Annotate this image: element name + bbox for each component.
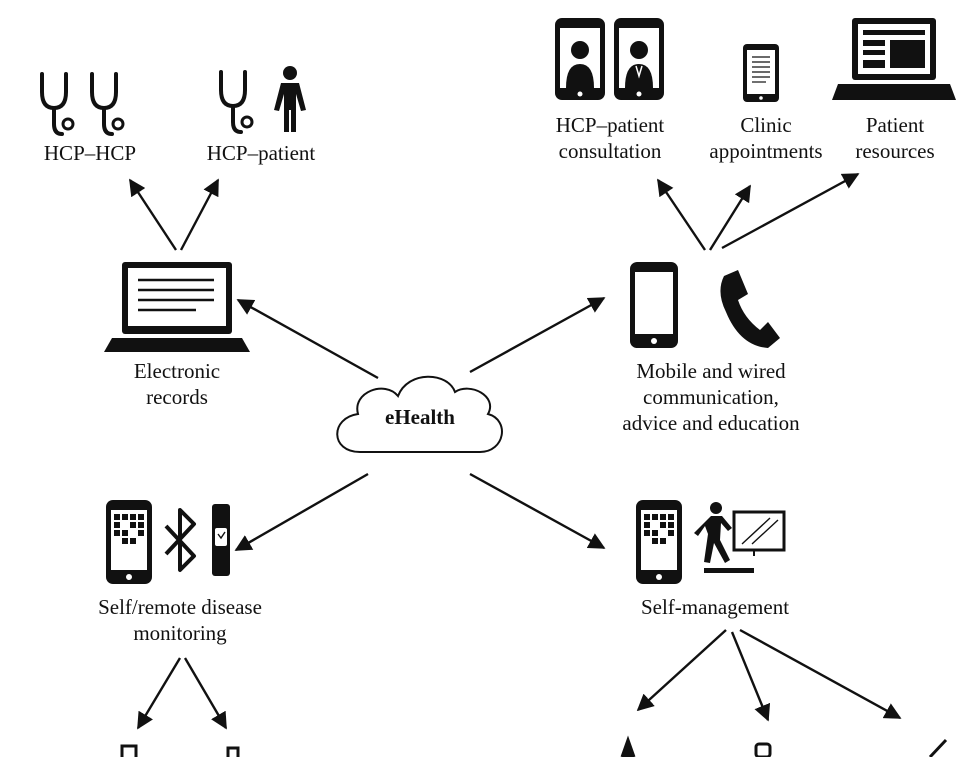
smartphone-app-grid-icon xyxy=(106,500,152,584)
cloud-icon xyxy=(336,375,503,453)
person-icon xyxy=(274,66,306,132)
hcp-hcp-label: HCP–HCP xyxy=(43,141,137,165)
patient-resources-label: Patient resources xyxy=(855,113,935,163)
remote-monitoring-label: Self/remote disease monitoring xyxy=(98,595,262,645)
self-management-label: Self-management xyxy=(640,595,790,619)
walking-person-screen-icon xyxy=(694,502,786,573)
smartphone-icon xyxy=(630,262,678,348)
stethoscope-icon xyxy=(40,72,75,136)
partial-icons xyxy=(120,735,948,757)
smartphone-female-avatar-icon xyxy=(555,18,605,100)
arrows xyxy=(128,172,902,730)
bluetooth-icon xyxy=(164,508,196,572)
center-label: eHealth xyxy=(385,405,455,429)
wearable-band-icon xyxy=(212,504,230,576)
hcp-patient-label: HCP–patient xyxy=(206,141,316,165)
tablet-document-icon xyxy=(743,44,779,102)
clinic-appointments-label: Clinic appointments xyxy=(709,113,823,163)
stethoscope-icon xyxy=(219,70,254,134)
mobile-communication-label: Mobile and wired communication, advice a… xyxy=(622,359,800,435)
laptop-document-icon xyxy=(832,18,956,100)
electronic-records-label: Electronic records xyxy=(133,359,221,409)
stethoscope-icon xyxy=(90,72,125,136)
smartphone-app-grid-icon xyxy=(636,500,682,584)
telephone-handset-icon xyxy=(720,270,780,348)
laptop-records-icon xyxy=(104,262,250,352)
hcp-patient-consultation-label: HCP–patient consultation xyxy=(555,113,665,163)
smartphone-doctor-avatar-icon xyxy=(614,18,664,100)
